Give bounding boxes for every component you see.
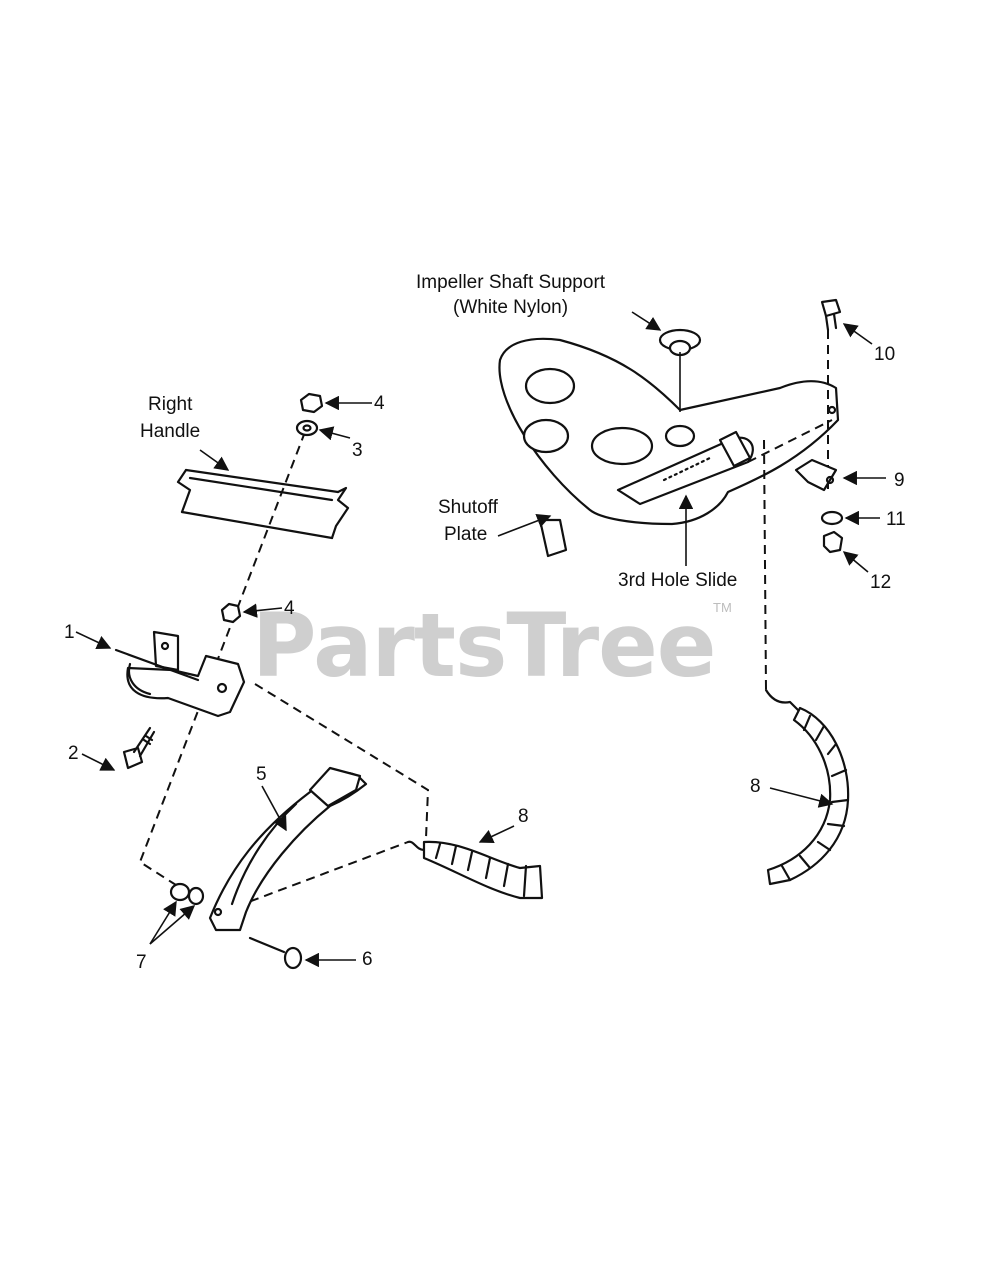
shutoff-plate-label-line1: Shutoff bbox=[438, 497, 499, 518]
callout-4-lower: 4 bbox=[284, 598, 295, 619]
bracket-1 bbox=[114, 630, 246, 718]
impeller-support-label-line2: (White Nylon) bbox=[453, 297, 568, 318]
washer-3 bbox=[295, 419, 319, 437]
callout-1: 1 bbox=[64, 622, 75, 643]
impeller-shaft-support bbox=[658, 328, 702, 357]
callout-4-top: 4 bbox=[374, 393, 385, 414]
callout-5: 5 bbox=[256, 764, 267, 785]
washers-7 bbox=[169, 882, 205, 906]
callout-8-left: 8 bbox=[518, 806, 529, 827]
callout-9: 9 bbox=[894, 470, 905, 491]
screw-6 bbox=[248, 936, 303, 970]
callout-8-right: 8 bbox=[750, 776, 761, 797]
shutoff-lever-5 bbox=[208, 766, 368, 932]
washer-11 bbox=[820, 510, 844, 526]
leader-lines bbox=[75, 311, 886, 968]
callout-3: 3 bbox=[352, 440, 363, 461]
nut-4-top bbox=[299, 392, 324, 414]
cable-8-left bbox=[406, 840, 544, 900]
bolt-10 bbox=[820, 298, 842, 332]
callout-12: 12 bbox=[870, 572, 891, 593]
callout-7: 7 bbox=[136, 952, 147, 973]
watermark-trademark: TM bbox=[713, 600, 732, 615]
callout-10: 10 bbox=[874, 344, 895, 365]
third-hole-slide-label: 3rd Hole Slide bbox=[618, 570, 737, 591]
right-handle-label-line1: Right bbox=[148, 394, 193, 415]
shutoff-plate bbox=[498, 337, 840, 558]
assembly-lines-right bbox=[747, 330, 833, 691]
clip-9 bbox=[794, 458, 838, 492]
callout-2: 2 bbox=[68, 743, 79, 764]
right-handle-tube bbox=[176, 468, 350, 540]
nut-12 bbox=[822, 530, 844, 554]
impeller-support-label-line1: Impeller Shaft Support bbox=[416, 272, 606, 293]
nut-4-lower bbox=[220, 602, 242, 624]
cable-8-right bbox=[764, 688, 850, 886]
right-handle-label-line2: Handle bbox=[140, 421, 200, 442]
shutoff-plate-label-line2: Plate bbox=[444, 524, 487, 545]
watermark: PartsTree bbox=[252, 594, 715, 697]
callout-11: 11 bbox=[886, 509, 906, 530]
callout-6: 6 bbox=[362, 949, 373, 970]
assembly-lines-left bbox=[138, 431, 430, 913]
bolt-2 bbox=[122, 726, 156, 770]
